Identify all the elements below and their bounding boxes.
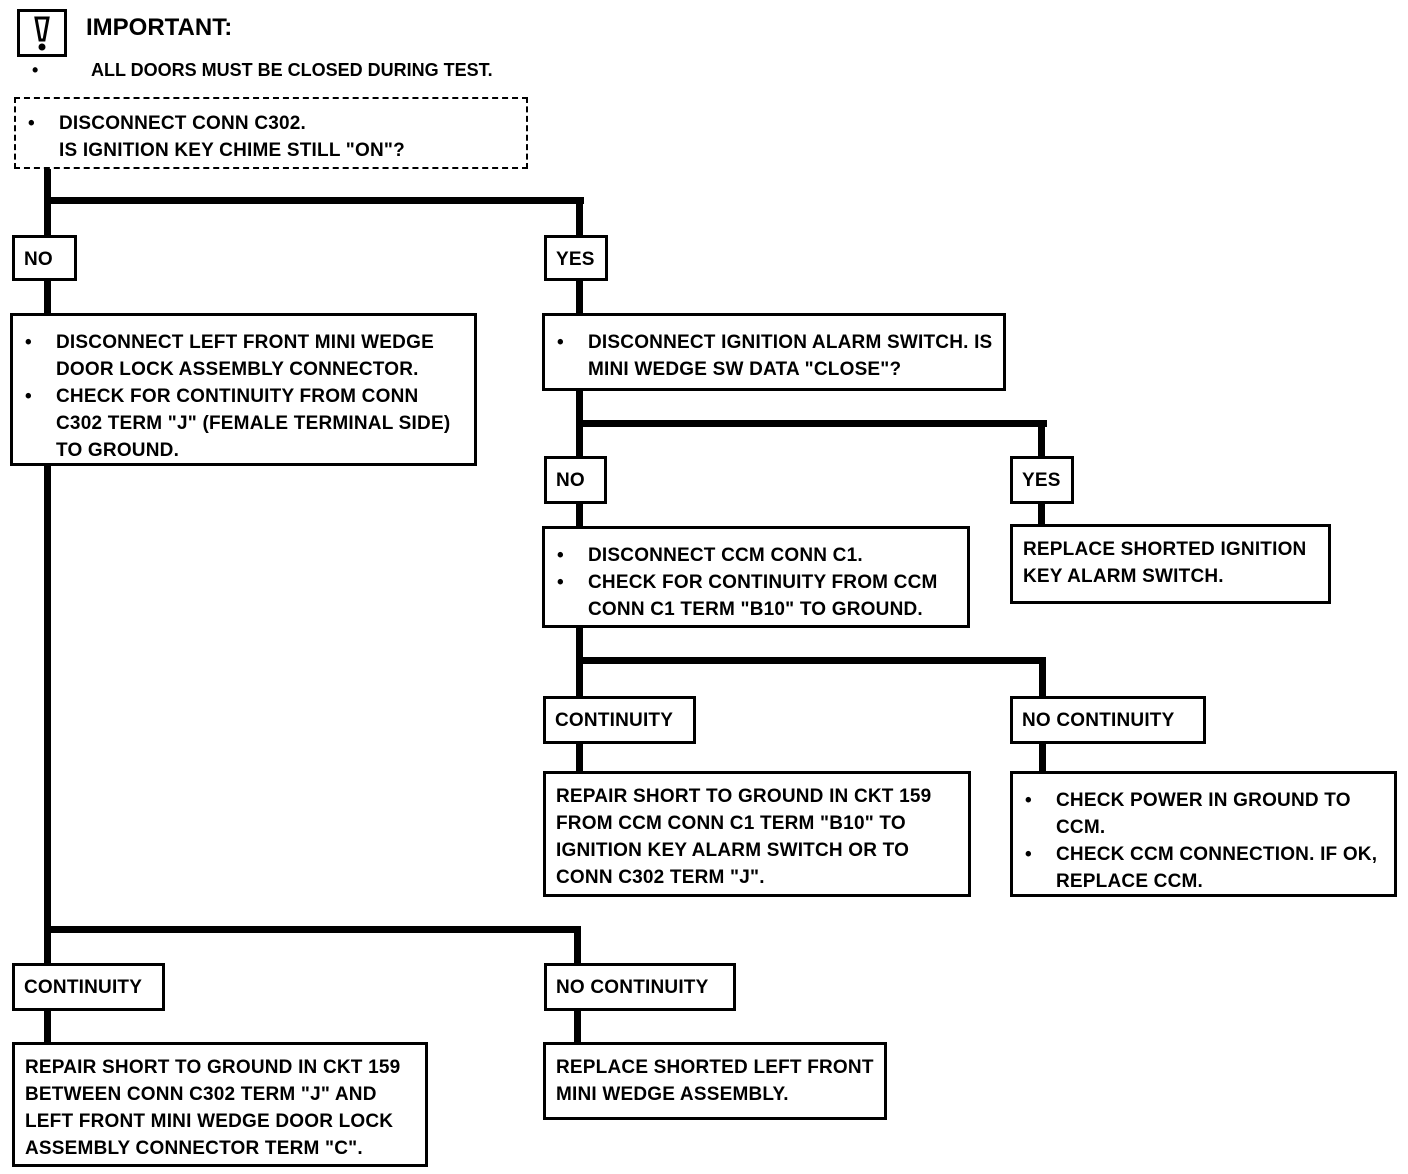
right-yes-label: YES bbox=[544, 235, 608, 281]
right-yes2-label: YES bbox=[1010, 456, 1074, 504]
right-no-continuity-box: • CHECK POWER IN GROUND TO CCM. • CHECK … bbox=[1010, 771, 1397, 897]
connector-line bbox=[576, 740, 583, 775]
connector-line bbox=[44, 463, 51, 968]
start-step-line-2: IS IGNITION KEY CHIME STILL "ON"? bbox=[59, 140, 405, 161]
connector-line bbox=[1038, 500, 1045, 528]
connector-line bbox=[574, 926, 581, 968]
bullet: • bbox=[25, 332, 32, 353]
connector-line bbox=[44, 1008, 51, 1046]
bullet: • bbox=[557, 572, 564, 593]
right-yes2-action: REPLACE SHORTED IGNITION KEY ALARM SWITC… bbox=[1010, 524, 1331, 604]
connector-line bbox=[576, 657, 1046, 664]
important-note-text: ALL DOORS MUST BE CLOSED DURING TEST. bbox=[91, 60, 493, 80]
right-no-continuity-label: NO CONTINUITY bbox=[1010, 696, 1206, 744]
bullet: • bbox=[25, 386, 32, 407]
start-step-line-1: DISCONNECT CONN C302. bbox=[59, 113, 307, 134]
left-no-label: NO bbox=[12, 235, 77, 281]
left-continuity-label: CONTINUITY bbox=[12, 963, 165, 1011]
connector-line bbox=[576, 500, 583, 530]
connector-line bbox=[576, 197, 583, 237]
right-step1-item-1: DISCONNECT IGNITION ALARM SWITCH. IS MIN… bbox=[588, 332, 993, 380]
bullet: • bbox=[32, 60, 39, 80]
connector-line bbox=[1039, 657, 1046, 700]
left-step1-item-2: CHECK FOR CONTINUITY FROM CONN C302 TERM… bbox=[56, 386, 451, 461]
left-no-continuity-label: NO CONTINUITY bbox=[544, 963, 736, 1011]
left-continuity-action: REPAIR SHORT TO GROUND IN CKT 159 BETWEE… bbox=[12, 1042, 428, 1167]
start-box: • DISCONNECT CONN C302. IS IGNITION KEY … bbox=[14, 97, 528, 169]
important-title: IMPORTANT: bbox=[86, 14, 233, 41]
right-step1-box: • DISCONNECT IGNITION ALARM SWITCH. IS M… bbox=[542, 313, 1006, 391]
bullet: • bbox=[28, 113, 35, 134]
connector-line bbox=[44, 197, 584, 204]
bullet: • bbox=[1025, 790, 1032, 811]
right-no-item-1: DISCONNECT CCM CONN C1. bbox=[588, 545, 863, 566]
right-continuity-label: CONTINUITY bbox=[543, 696, 696, 744]
left-step1-item-1: DISCONNECT LEFT FRONT MINI WEDGE DOOR LO… bbox=[56, 332, 434, 380]
right-no-continuity-item-1: CHECK POWER IN GROUND TO CCM. bbox=[1056, 790, 1351, 838]
right-no-item-2: CHECK FOR CONTINUITY FROM CCM CONN C1 TE… bbox=[588, 572, 938, 620]
connector-line bbox=[574, 1008, 581, 1046]
left-no-continuity-action: REPLACE SHORTED LEFT FRONT MINI WEDGE AS… bbox=[543, 1042, 887, 1120]
bullet: • bbox=[557, 545, 564, 566]
left-step1-box: • DISCONNECT LEFT FRONT MINI WEDGE DOOR … bbox=[10, 313, 477, 466]
bullet: • bbox=[557, 332, 564, 353]
important-note: • ALL DOORS MUST BE CLOSED DURING TEST. bbox=[32, 60, 493, 81]
connector-line bbox=[576, 278, 583, 318]
right-continuity-action: REPAIR SHORT TO GROUND IN CKT 159 FROM C… bbox=[543, 771, 971, 897]
connector-line bbox=[1038, 420, 1045, 460]
right-no-box: • DISCONNECT CCM CONN C1. • CHECK FOR CO… bbox=[542, 526, 970, 628]
right-no-continuity-item-2: CHECK CCM CONNECTION. IF OK, REPLACE CCM… bbox=[1056, 844, 1378, 892]
connector-line bbox=[576, 420, 1047, 427]
right-no-label: NO bbox=[544, 456, 607, 504]
bullet: • bbox=[1025, 844, 1032, 865]
connector-line bbox=[44, 926, 581, 933]
warning-icon bbox=[17, 9, 67, 57]
connector-line bbox=[44, 278, 51, 318]
connector-line bbox=[1039, 740, 1046, 775]
